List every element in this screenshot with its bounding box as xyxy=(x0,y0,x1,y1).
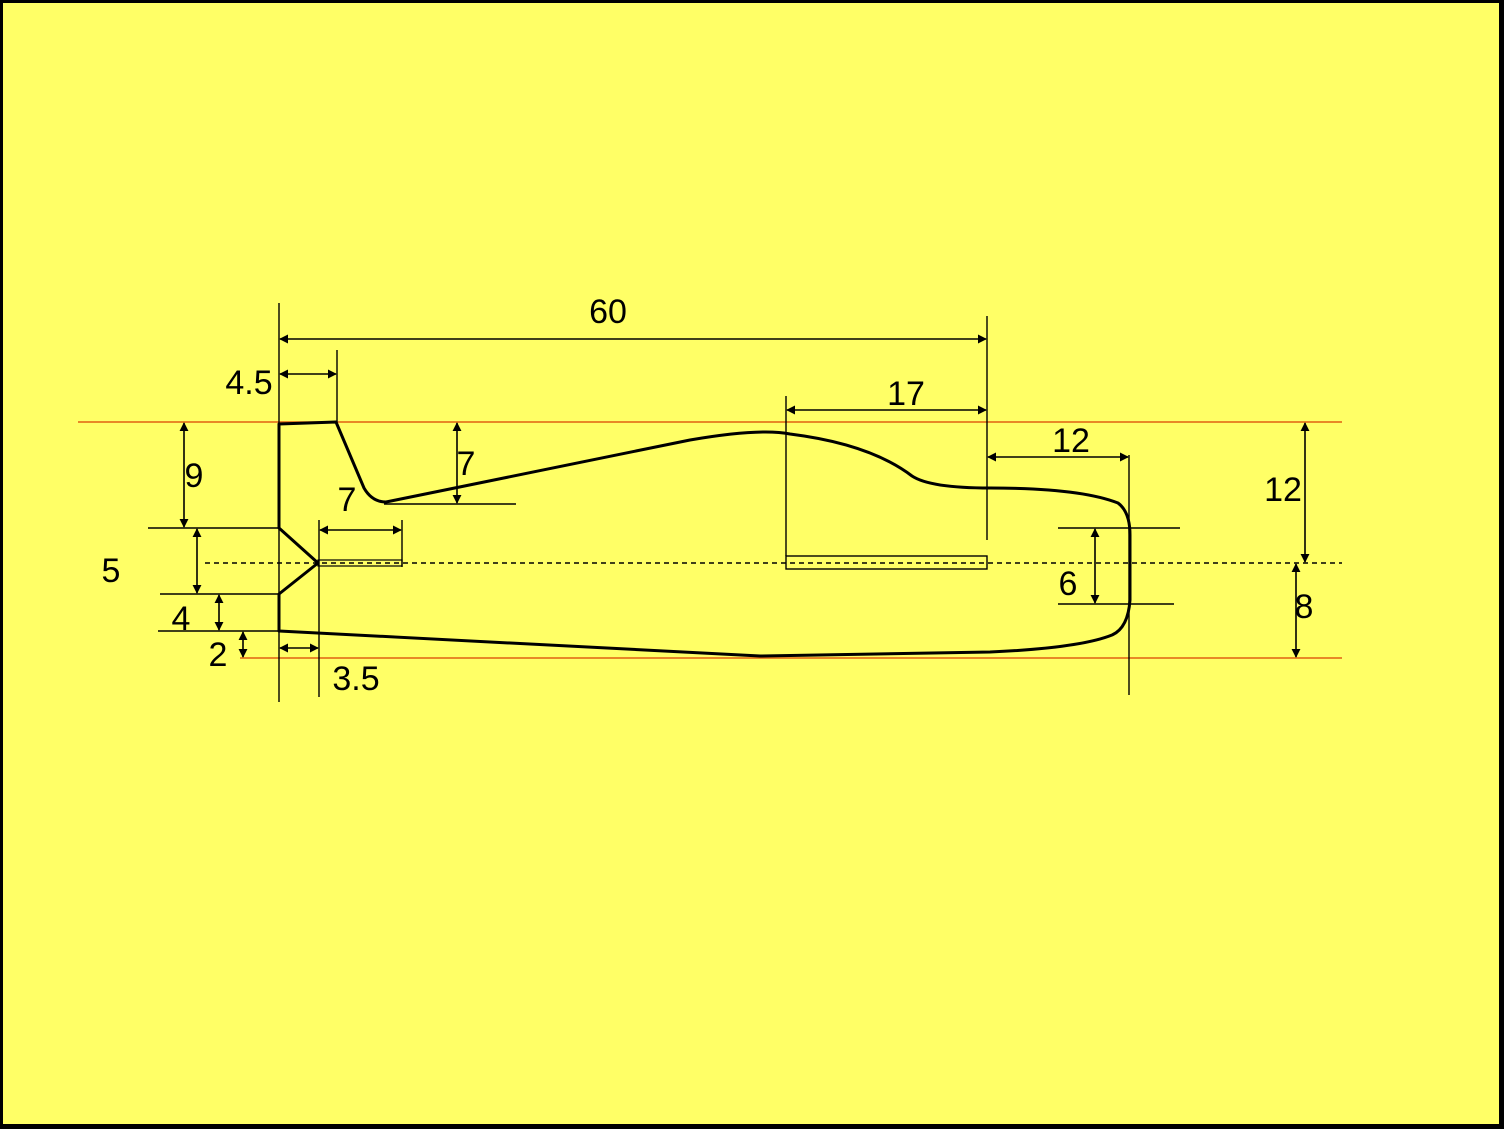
label-notch-depth: 3.5 xyxy=(332,660,379,698)
dimension-labels: 60 4.5 17 12 9 7 7 5 4 2 3.5 12 8 6 xyxy=(102,293,1314,698)
fuselage-outline xyxy=(277,420,1132,658)
label-nose-width: 4.5 xyxy=(225,364,272,402)
label-nose-lower: 4 xyxy=(172,600,191,638)
label-nose-bottom: 2 xyxy=(209,636,228,674)
label-upper-height: 12 xyxy=(1264,471,1302,509)
label-tail-cap: 12 xyxy=(1052,422,1090,460)
label-overall-length: 60 xyxy=(589,293,627,331)
label-lower-height: 8 xyxy=(1295,588,1314,626)
label-wing-slot: 17 xyxy=(887,375,925,413)
label-prop-slot: 7 xyxy=(338,481,357,519)
label-nose-upper: 9 xyxy=(185,457,204,495)
wing-slot xyxy=(785,555,988,570)
label-tail-slot: 6 xyxy=(1059,565,1078,603)
dimension-arrows xyxy=(179,334,1310,658)
label-cockpit-height: 7 xyxy=(457,445,476,483)
label-nose-notch: 5 xyxy=(102,552,121,590)
extension-lines xyxy=(148,303,1180,702)
